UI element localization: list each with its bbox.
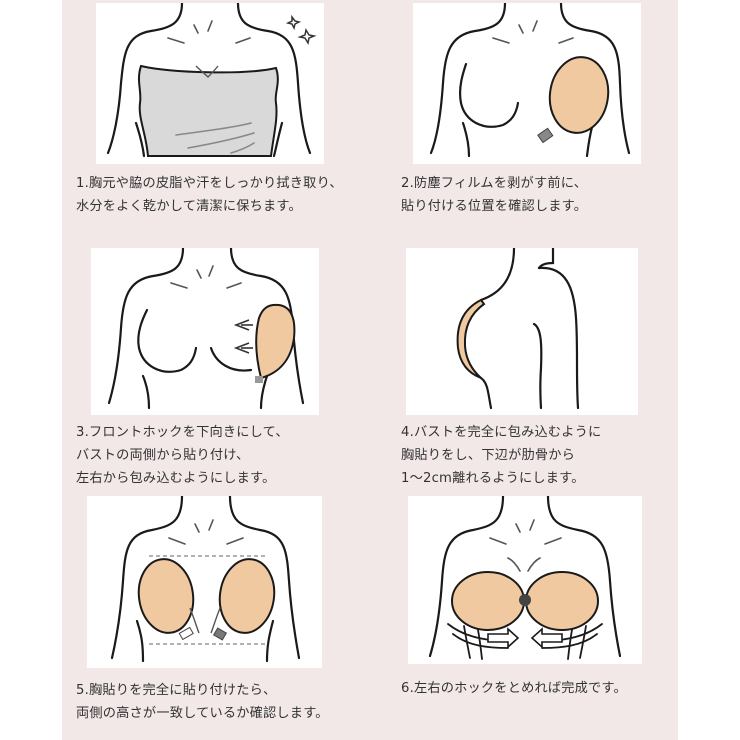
step-3-line-2: バストの両側から貼り付け、 [76, 448, 250, 463]
step-3-caption: 3.フロントホックを下向きにして、 バストの両側から貼り付け、 左右から包み込む… [76, 421, 289, 490]
pad-at-chest-icon [429, 3, 631, 158]
step-1-line-2: 水分をよく乾かして清潔に保ちます。 [76, 199, 302, 214]
step-4-illustration [406, 248, 638, 415]
step-6-line-1: 6.左右のホックをとめれば完成です。 [401, 681, 627, 696]
step-1-illustration [96, 3, 324, 164]
step-5-illustration [87, 496, 322, 668]
side-view-pad-icon [456, 248, 580, 410]
step-2-line-1: 2.防塵フィルムを剥がす前に、 [401, 176, 588, 191]
step-3-line-1: 3.フロントホックを下向きにして、 [76, 425, 289, 440]
step-3-illustration [91, 248, 319, 415]
step-4-caption: 4.バストを完全に包み込むように 胸貼りをし、下辺が肋骨から 1〜2cm離れるよ… [401, 421, 601, 490]
step-5-line-2: 両側の高さが一致しているか確認します。 [76, 706, 329, 721]
step-5-caption: 5.胸貼りを完全に貼り付けたら、 両側の高さが一致しているか確認します。 [76, 679, 329, 725]
level-check-icon [110, 496, 301, 663]
step-5-line-1: 5.胸貼りを完全に貼り付けたら、 [76, 683, 277, 698]
step-1-line-1: 1.胸元や脇の皮脂や汗をしっかり拭き取り、 [76, 176, 343, 191]
step-4-line-2: 胸貼りをし、下辺が肋骨から [401, 448, 576, 463]
step-1-caption: 1.胸元や脇の皮脂や汗をしっかり拭き取り、 水分をよく乾かして清潔に保ちます。 [76, 172, 343, 218]
strapless-top-icon [106, 3, 317, 158]
step-4-line-3: 1〜2cm離れるようにします。 [401, 471, 585, 486]
step-2-line-2: 貼り付ける位置を確認します。 [401, 199, 588, 214]
step-4-line-1: 4.バストを完全に包み込むように [401, 425, 602, 440]
step-6-illustration [408, 496, 642, 664]
step-6-caption: 6.左右のホックをとめれば完成です。 [401, 677, 627, 700]
step-2-illustration [413, 3, 641, 164]
pad-side-apply-icon [107, 248, 305, 410]
hooks-fastened-icon [428, 496, 622, 660]
step-3-line-3: 左右から包み込むようにします。 [76, 471, 276, 486]
step-2-caption: 2.防塵フィルムを剥がす前に、 貼り付ける位置を確認します。 [401, 172, 587, 218]
